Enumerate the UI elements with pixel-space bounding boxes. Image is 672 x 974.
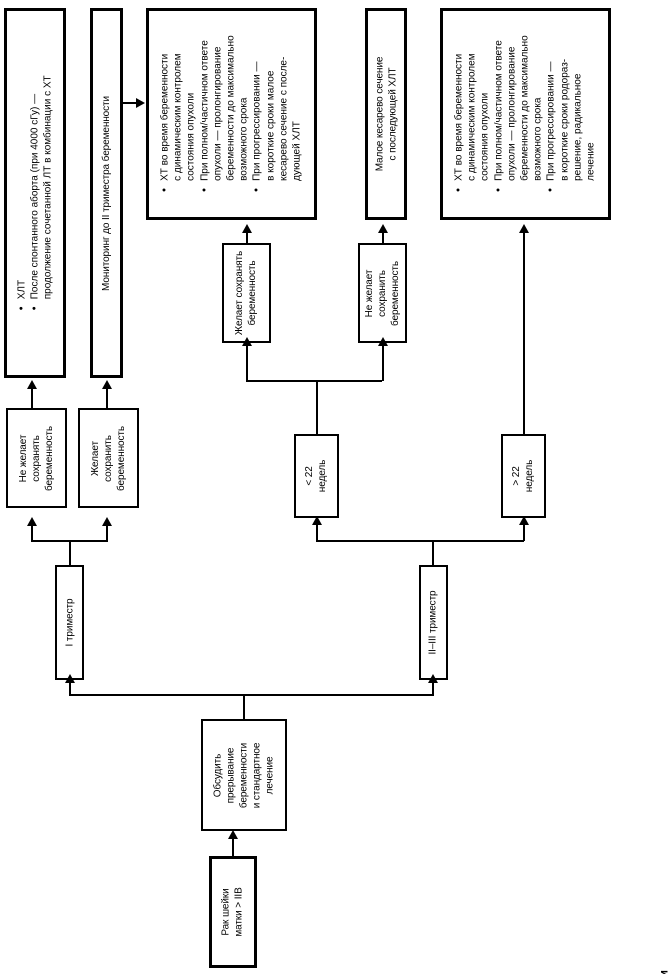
edge-bus-to-t1-not-wish [31, 525, 33, 541]
edge-t1-wish-arrow [102, 517, 112, 526]
edge-trimester-2-3-stem [432, 540, 434, 566]
edge-start-discuss-arrow [228, 830, 238, 839]
edge-monitoring-arrow [102, 380, 112, 389]
bullet-item: • При прогрессировании — в короткие срок… [251, 57, 303, 193]
edge-weeks-lt22-arrow [312, 516, 322, 525]
node-chlt-outcome: • ХЛТ • После спонтанного аборта (при 40… [4, 8, 66, 378]
node-monitoring-text: Мониторинг до II триместра беременности [101, 95, 113, 291]
bullet-marker: • [452, 188, 465, 193]
edge-cesarean-arrow [378, 224, 388, 233]
edge-weeks-lt22-bus [246, 380, 382, 382]
node-monitoring: Мониторинг до II триместра беременности [90, 8, 123, 378]
edge-bus-to-t1-wish [106, 525, 108, 541]
bullet-item: • ХТ во время беременности с динамически… [452, 53, 492, 193]
edge-weeks-gt22-arrow [519, 516, 529, 525]
node-lt22-not-wish-keep-text: Не желает сохранить беременность [364, 260, 401, 326]
bullet-marker: • [251, 188, 264, 193]
edge-monitoring-chemo-left-arrow [136, 98, 145, 108]
bullet-marker: • [28, 306, 41, 311]
node-lt22-not-wish-keep: Не желает сохранить беременность [358, 243, 407, 343]
bullet-item: • После спонтанного аборта (при 4000 сГу… [28, 75, 54, 311]
node-start-text: Рак шейки матки > IIB [221, 887, 245, 937]
bullet-item: • При полном/частичном ответе опухоли — … [198, 35, 251, 193]
edge-bus-to-trimester-2-3 [432, 682, 434, 695]
edge-trimester-1-stem [69, 540, 71, 566]
node-lt22-wish-keep: Желает сохранять беременность [222, 243, 271, 343]
edge-trimester-1-bus [31, 540, 108, 542]
bullet-marker: • [545, 188, 558, 193]
edge-chemo-right-arrow [519, 224, 529, 233]
node-trimester-1: I триместр [55, 565, 84, 680]
edge-monitoring-chemo-left [123, 102, 137, 104]
node-weeks-gt-22-text: > 22 недель [511, 459, 536, 493]
edge-start-discuss [232, 838, 234, 858]
bullet-item: • При полном/частичном ответе опухоли — … [492, 35, 545, 193]
node-t1-not-wish-keep: Не желает сохранять беременность [6, 408, 67, 508]
node-discuss-text: Обсудить прерывание беременности и станд… [212, 742, 276, 808]
node-lt22-wish-keep-text: Желает сохранять беременность [234, 250, 259, 336]
edge-bus-to-lt22-wish [246, 345, 248, 381]
edge-bus-to-lt22-not-wish [382, 345, 384, 381]
node-t1-wish-keep-text: Желает сохранить беременность [90, 425, 127, 491]
edge-lt22-not-wish-arrow [378, 337, 388, 346]
node-weeks-gt-22: > 22 недель [501, 434, 546, 518]
edge-chlt-arrow [27, 380, 37, 389]
node-weeks-lt-22: < 22 недель [294, 434, 339, 518]
node-start: Рак шейки матки > IIB [209, 856, 257, 968]
edge-lt22-wish-chemo-left-stem [246, 232, 248, 245]
node-small-cesarean: Малое кесарево сечение с последующей ХЛТ [365, 8, 407, 220]
bullet-marker: • [15, 306, 28, 311]
bullet-item: • ХЛТ [15, 280, 28, 311]
node-t1-wish-keep: Желает сохранить беременность [78, 408, 139, 508]
node-trimester-2-3: II–III триместр [419, 565, 448, 680]
edge-t1-not-wish-arrow [27, 517, 37, 526]
edge-bus-to-weeks-gt22 [523, 524, 525, 541]
node-chemo-plan-left-text: • ХТ во время беременности с динамически… [159, 36, 304, 193]
edge-lt22-wish-arrow [242, 337, 252, 346]
edge-trimester-2-3-bus [316, 540, 524, 542]
bullet-marker: • [198, 188, 211, 193]
edge-t1-wish-monitoring [106, 388, 108, 410]
node-chlt-outcome-text: • ХЛТ • После спонтанного аборта (при 40… [15, 76, 55, 311]
edge-trimester-2-3-arrow [428, 674, 438, 683]
node-t1-not-wish-keep-text: Не желает сохранять беременность [18, 425, 55, 491]
edge-discuss-bus [69, 694, 434, 696]
edge-t1-not-wish-chlt [31, 388, 33, 410]
edge-lt22-wish-chemo-left-arrow [242, 224, 252, 233]
bullet-item: • При прогрессировании — в короткие срок… [545, 59, 597, 193]
edge-trimester-1-arrow [65, 674, 75, 683]
edge-lt22-not-wish-cesarean [382, 232, 384, 245]
node-weeks-lt-22-text: < 22 недель [304, 459, 329, 493]
node-small-cesarean-text: Малое кесарево сечение с последующей ХЛТ [374, 56, 399, 172]
bullet-marker: • [492, 188, 505, 193]
edge-discuss-bus-stem [243, 694, 245, 720]
node-chemo-plan-right-text: • ХТ во время беременности с динамически… [453, 36, 598, 193]
node-chemo-plan-right: • ХТ во время беременности с динамически… [440, 8, 611, 220]
edge-weeks-gt22-chemo-right [523, 232, 525, 436]
figure-caption: Рисунок 11. Рекомендуемый алгоритм лечен… [658, 970, 670, 974]
edge-bus-to-weeks-lt22 [316, 524, 318, 541]
node-chemo-plan-left: • ХТ во время беременности с динамически… [146, 8, 317, 220]
node-discuss: Обсудить прерывание беременности и станд… [201, 719, 287, 831]
node-trimester-2-3-text: II–III триместр [428, 590, 440, 655]
edge-weeks-lt22-stem [316, 380, 318, 435]
edge-bus-to-trimester-1 [69, 682, 71, 695]
node-trimester-1-text: I триместр [64, 598, 75, 647]
bullet-item: • ХТ во время беременности с динамически… [158, 53, 198, 193]
bullet-marker: • [158, 188, 171, 193]
